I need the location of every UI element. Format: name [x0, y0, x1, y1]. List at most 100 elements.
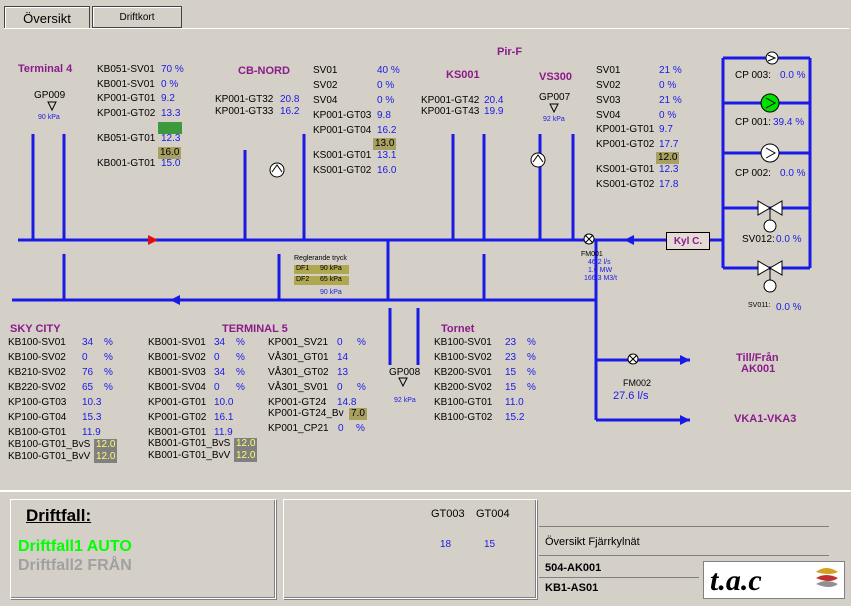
row-label: KB210-SV02: [8, 367, 66, 378]
regl-df2-row: [294, 276, 349, 285]
pump-cp003-label: CP 003:: [735, 70, 771, 81]
row-value: 0 %: [377, 95, 395, 106]
flow-arrow-icon: [624, 235, 634, 245]
row-unit: %: [236, 382, 245, 393]
driftfall2-status[interactable]: Driftfall2 FRÅN: [18, 557, 132, 574]
row-label: KP001-GT03: [313, 110, 372, 121]
row-label: KP100-GT03: [8, 397, 67, 408]
row-value: 0 %: [659, 110, 677, 121]
row-label: KB200-SV01: [434, 367, 492, 378]
regl-title: Reglerande tryck: [294, 255, 347, 262]
fm001-flow: 46.2 l/s: [588, 259, 611, 266]
regl-df2: DF2: [296, 276, 310, 283]
tab-driftkort[interactable]: Driftkort: [92, 6, 182, 28]
row-unit: %: [236, 337, 245, 348]
row-unit: %: [104, 382, 113, 393]
t5a-bv2-label: KB001-GT01_BvV: [148, 450, 231, 461]
kyl-c-box[interactable]: Kyl C.: [666, 232, 710, 250]
fm001-name: FM001: [581, 251, 603, 258]
row-value: 0 %: [659, 80, 677, 91]
divider: [539, 577, 699, 578]
row-label: KP001-GT02: [596, 139, 655, 150]
row-label: SV02: [313, 80, 338, 91]
row-label: KP001-GT01: [97, 93, 156, 104]
svg-text:t.a.c: t.a.c: [710, 564, 762, 597]
setpoint-right[interactable]: 12.0: [656, 152, 680, 164]
skycity-bv1-label: KB100-GT01_BvS: [8, 439, 91, 450]
valve-sv011-value: 0.0 %: [776, 302, 802, 313]
row-unit: %: [527, 382, 536, 393]
row-value: 20.8: [280, 94, 300, 105]
row-label: KB100-SV01: [8, 337, 66, 348]
regl-df1-value: 90 kPa: [320, 265, 342, 272]
row-value: 15.2: [505, 412, 525, 423]
row-value: 0 %: [161, 79, 179, 90]
row-value: 15: [505, 382, 517, 393]
setpoint-t4-1[interactable]: [158, 122, 182, 134]
row-label: KB051-SV01: [97, 64, 155, 75]
gauge-gp009-name: GP009: [34, 90, 66, 101]
row-unit: %: [357, 337, 366, 348]
pump-icon: [760, 93, 780, 113]
outlet-tillfran: Till/Från: [736, 352, 779, 364]
driftfall1-status[interactable]: Driftfall1 AUTO: [18, 538, 132, 555]
tab-oversikt[interactable]: Översikt: [4, 6, 90, 29]
row-value: 19.9: [484, 106, 504, 117]
skycity-bv2-label: KB100-GT01_BvV: [8, 451, 91, 462]
row-value: 9.2: [161, 93, 175, 104]
pump-cp002-label: CP 002:: [735, 168, 771, 179]
gauge-gp007-value: 92 kPa: [543, 116, 565, 123]
row-label: KS001-GT01: [313, 150, 372, 161]
t5b-cp-unit: %: [356, 423, 365, 434]
row-label: VÅ301_SV01: [268, 382, 329, 393]
row-label: SV01: [313, 65, 338, 76]
fm001-volume: 166.3 M3/t: [584, 275, 618, 282]
t5a-bv2-value[interactable]: 12.0: [234, 450, 258, 462]
row-label: KP001-GT33: [215, 106, 274, 117]
row-value: 11.9: [214, 427, 233, 438]
skycity-bv1-value[interactable]: 12.0: [94, 439, 118, 451]
t5b-cp-label: KP001_CP21: [268, 423, 329, 434]
row-label: SV01: [596, 65, 621, 76]
row-label: KB100-SV01: [434, 337, 492, 348]
row-label: KB001-SV01: [97, 79, 155, 90]
pump-icon: [269, 162, 285, 178]
gauge-icon: [47, 101, 57, 112]
flow-arrow-icon: [170, 295, 180, 305]
row-unit: %: [357, 382, 366, 393]
t5a-bv1-value[interactable]: 12.0: [234, 438, 258, 450]
row-value: 11.9: [82, 427, 101, 438]
t5b-bv-value[interactable]: 7.0: [349, 408, 367, 420]
setpoint-t4-2[interactable]: 16.0: [158, 147, 182, 159]
row-value: 14: [337, 352, 349, 363]
row-unit: %: [104, 367, 113, 378]
row-label: KP001-GT42: [421, 95, 480, 106]
pump-icon: [530, 152, 546, 168]
row-value: 0: [214, 352, 220, 363]
row-label: KB100-GT02: [434, 412, 493, 423]
row-label: SV04: [596, 110, 621, 121]
pump-cp002-value: 0.0 %: [780, 168, 806, 179]
row-value: 23: [505, 352, 517, 363]
oversikt-label: Översikt Fjärrkylnät: [545, 536, 640, 548]
title-tornet: Tornet: [441, 323, 475, 335]
gauge-icon: [398, 377, 408, 388]
driftfall-panel: [10, 499, 276, 599]
flow-arrow-icon: [148, 235, 158, 245]
row-label: KB001-SV03: [148, 367, 206, 378]
row-unit: %: [527, 352, 536, 363]
row-value: 9.7: [659, 124, 673, 135]
gt003-label: GT003: [431, 508, 465, 520]
row-label: KB001-SV01: [148, 337, 206, 348]
title-skycity: SKY CITY: [10, 323, 61, 335]
title-pir: Pir-F: [497, 46, 523, 58]
code1-label: 504-AK001: [545, 562, 602, 574]
row-value: 13.1: [377, 150, 397, 161]
row-label: KB100-GT01: [8, 427, 67, 438]
row-value: 12.3: [161, 133, 181, 144]
flow-arrow-icon: [680, 355, 690, 365]
setpoint-mid[interactable]: 13.0: [373, 138, 397, 150]
tac-logo: t.a.c: [703, 561, 845, 599]
temperature-panel: [283, 499, 537, 599]
skycity-bv2-value[interactable]: 12.0: [94, 451, 118, 463]
